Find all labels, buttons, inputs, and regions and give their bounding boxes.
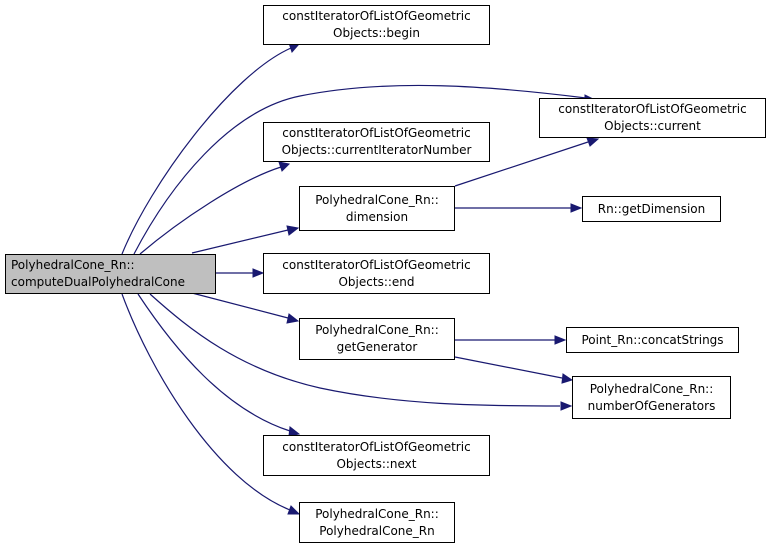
- node-begin[interactable]: constIteratorOfListOfGeometric Objects::…: [263, 5, 490, 45]
- node-label-line1: constIteratorOfListOfGeometric: [558, 102, 747, 116]
- node-label-line2: computeDualPolyhedralCone: [11, 275, 185, 289]
- node-compute-dual-polyhedral-cone[interactable]: PolyhedralCone_Rn:: computeDualPolyhedra…: [5, 254, 216, 294]
- node-label-line2: numberOfGenerators: [587, 398, 716, 413]
- node-current-iterator-number[interactable]: constIteratorOfListOfGeometric Objects::…: [263, 122, 490, 162]
- node-label-line2: Objects::current: [604, 119, 701, 133]
- node-concat-strings[interactable]: Point_Rn::concatStrings: [566, 327, 739, 353]
- arrowhead: [586, 137, 600, 147]
- node-label-line1: constIteratorOfListOfGeometric: [282, 257, 471, 272]
- node-label-line1: Point_Rn::concatStrings: [581, 332, 724, 347]
- node-label-line2: getGenerator: [336, 340, 418, 354]
- arrowhead: [561, 373, 574, 384]
- edge-dimension-to-current: [454, 141, 589, 187]
- edge-root-to-next: [137, 293, 291, 432]
- node-label-line1: PolyhedralCone_Rn::: [315, 323, 439, 337]
- arrowhead: [286, 313, 300, 324]
- edge-root-to-get-generator: [191, 292, 289, 319]
- node-label-line2: Objects::begin: [333, 26, 420, 40]
- edge-root-to-constructor: [121, 293, 291, 511]
- arrowhead: [286, 225, 300, 236]
- edge-root-to-number-of-generators: [149, 293, 561, 407]
- node-label-line1: constIteratorOfListOfGeometric: [282, 9, 471, 23]
- node-current[interactable]: constIteratorOfListOfGeometric Objects::…: [539, 98, 766, 138]
- node-label-line1: PolyhedralCone_Rn::: [589, 381, 714, 396]
- edge-root-to-current-iterator-number: [139, 166, 282, 255]
- edge-root-to-begin: [121, 47, 292, 255]
- node-get-generator[interactable]: PolyhedralCone_Rn:: getGenerator: [299, 318, 455, 360]
- node-end[interactable]: constIteratorOfListOfGeometric Objects::…: [263, 253, 490, 294]
- node-label-line1: PolyhedralCone_Rn::: [315, 192, 439, 207]
- node-label-line2: dimension: [345, 209, 409, 224]
- edge-root-to-current: [133, 84, 587, 255]
- node-polyhedral-cone-constructor[interactable]: PolyhedralCone_Rn:: PolyhedralCone_Rn: [299, 502, 455, 543]
- node-label-line2: Objects::next: [336, 456, 417, 471]
- node-label-line2: Objects::currentIteratorNumber: [281, 143, 472, 157]
- arrowhead: [560, 401, 573, 411]
- node-label-line2: Objects::end: [338, 274, 415, 289]
- node-label-line1: PolyhedralCone_Rn::: [315, 506, 439, 521]
- node-number-of-generators[interactable]: PolyhedralCone_Rn:: numberOfGenerators: [572, 376, 731, 419]
- edge-root-to-dimension: [191, 229, 289, 254]
- arrowhead: [554, 335, 567, 345]
- arrowhead: [278, 161, 291, 172]
- node-label-line2: PolyhedralCone_Rn: [319, 523, 435, 538]
- node-dimension[interactable]: PolyhedralCone_Rn:: dimension: [299, 186, 455, 231]
- node-get-dimension[interactable]: Rn::getDimension: [582, 196, 721, 222]
- arrowhead: [252, 268, 265, 278]
- node-next[interactable]: constIteratorOfListOfGeometric Objects::…: [263, 435, 490, 476]
- arrowhead: [570, 203, 583, 213]
- node-label-line1: PolyhedralCone_Rn::: [11, 258, 135, 272]
- node-label-line1: constIteratorOfListOfGeometric: [282, 439, 471, 454]
- node-label-line1: constIteratorOfListOfGeometric: [282, 126, 471, 140]
- arrowhead: [287, 505, 301, 515]
- node-label-line1: Rn::getDimension: [597, 201, 706, 216]
- edge-get-generator-to-number-of-generators: [454, 356, 563, 379]
